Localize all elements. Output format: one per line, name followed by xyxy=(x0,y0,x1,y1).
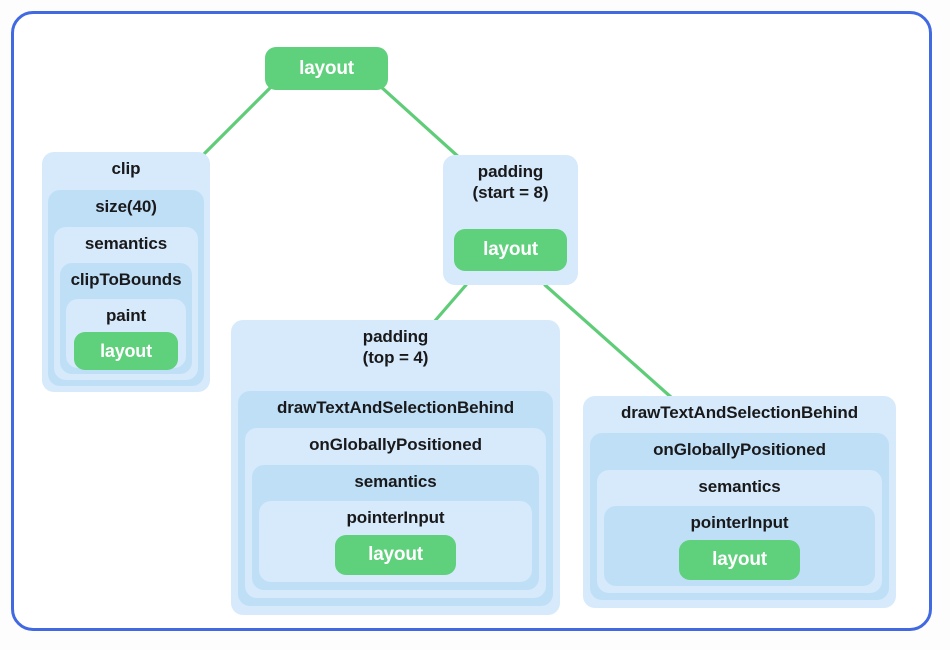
node-middle-leaf-layout[interactable]: layout xyxy=(335,535,456,575)
node-size40[interactable]: size(40) semantics clipToBounds paint la… xyxy=(48,190,204,386)
node-semantics-right[interactable]: semantics pointerInput layout xyxy=(597,470,882,593)
node-onglobalpos-middle[interactable]: onGloballyPositioned semantics pointerIn… xyxy=(245,428,546,598)
node-padding-top[interactable]: padding (top = 4) drawTextAndSelectionBe… xyxy=(231,320,560,615)
node-onglobalpos-right[interactable]: onGloballyPositioned semantics pointerIn… xyxy=(590,433,889,600)
node-pointerinput-middle[interactable]: pointerInput layout xyxy=(259,501,532,582)
node-clip-leaf-layout[interactable]: layout xyxy=(74,332,178,370)
node-drawtext-right-label: drawTextAndSelectionBehind xyxy=(620,403,858,422)
node-semantics-left[interactable]: semantics clipToBounds paint layout xyxy=(54,227,198,380)
node-right-leaf-layout[interactable]: layout xyxy=(679,540,800,580)
node-middle-leaf-layout-label: layout xyxy=(368,544,423,565)
node-clip-label: clip xyxy=(111,159,141,178)
node-drawtext-right[interactable]: drawTextAndSelectionBehind onGloballyPos… xyxy=(583,396,896,608)
node-root-layout[interactable]: layout xyxy=(265,47,388,90)
node-pointerinput-middle-label: pointerInput xyxy=(346,508,445,527)
node-onglobalpos-right-label: onGloballyPositioned xyxy=(653,440,826,459)
node-clip[interactable]: clip size(40) semantics clipToBounds pai… xyxy=(42,152,210,392)
node-size40-label: size(40) xyxy=(95,197,157,216)
node-onglobalpos-middle-label: onGloballyPositioned xyxy=(309,435,482,454)
node-pointerinput-right[interactable]: pointerInput layout xyxy=(604,506,875,586)
node-semantics-left-label: semantics xyxy=(84,234,168,253)
node-pointerinput-right-label: pointerInput xyxy=(690,513,789,532)
node-padding-start-label: padding (start = 8) xyxy=(472,162,549,202)
node-drawtext-middle-label: drawTextAndSelectionBehind xyxy=(276,398,514,417)
node-semantics-middle[interactable]: semantics pointerInput layout xyxy=(252,465,539,590)
node-root-layout-label: layout xyxy=(299,57,354,79)
node-semantics-middle-label: semantics xyxy=(354,472,437,491)
node-padding-start-leaf-layout-label: layout xyxy=(483,239,538,260)
node-paint-label: paint xyxy=(105,306,147,325)
node-padding-top-label: padding (top = 4) xyxy=(362,327,429,367)
node-padding-start-leaf-layout[interactable]: layout xyxy=(454,229,567,271)
node-paint[interactable]: paint layout xyxy=(66,299,186,370)
node-right-leaf-layout-label: layout xyxy=(712,549,767,570)
node-cliptobounds[interactable]: clipToBounds paint layout xyxy=(60,263,192,374)
node-drawtext-middle[interactable]: drawTextAndSelectionBehind onGloballyPos… xyxy=(238,391,553,606)
node-clip-leaf-layout-label: layout xyxy=(100,341,152,361)
node-padding-start[interactable]: padding (start = 8) layout xyxy=(443,155,578,285)
node-semantics-right-label: semantics xyxy=(698,477,781,496)
node-cliptobounds-label: clipToBounds xyxy=(70,270,182,289)
